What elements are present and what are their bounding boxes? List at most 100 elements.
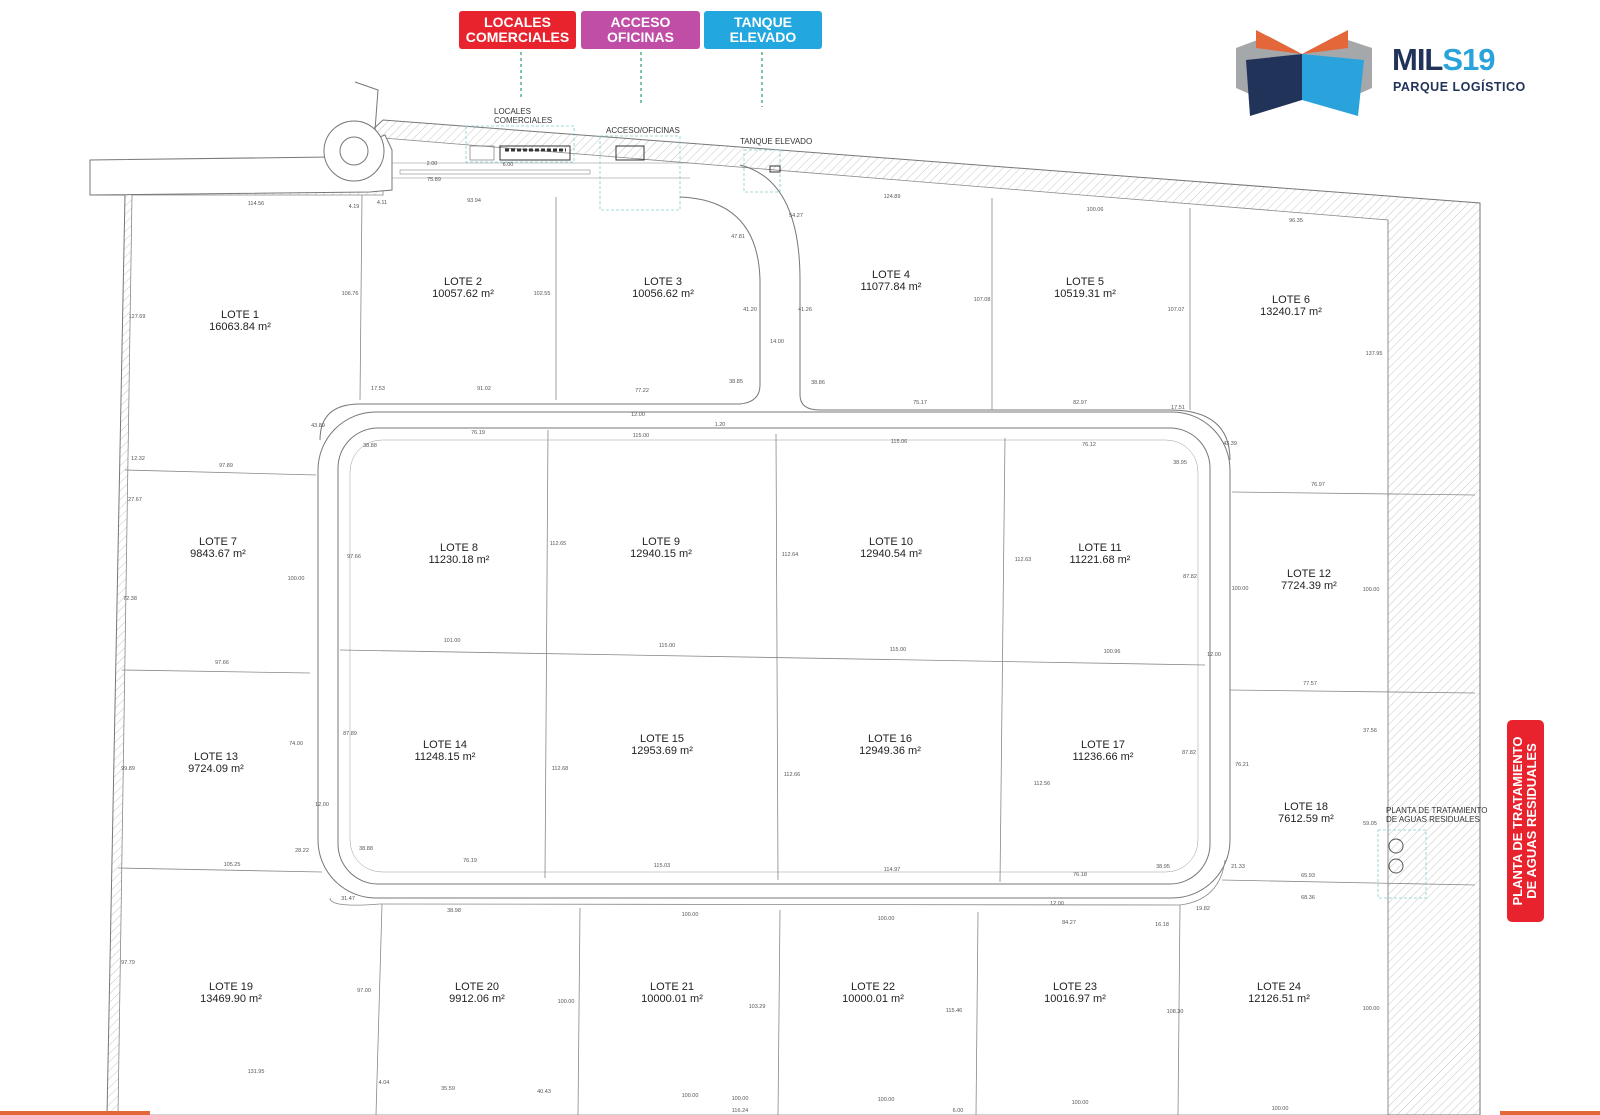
lot-name-label: LOTE 12: [1287, 568, 1331, 580]
dimension-label: 137.95: [1366, 351, 1383, 357]
dimension-label: 97.00: [357, 988, 371, 994]
ptar-tag-line: DE AGUAS RESIDUALES: [1524, 743, 1539, 899]
wastewater-plant: PLANTA DE TRATAMIENTO DE AGUAS RESIDUALE…: [1377, 806, 1488, 899]
dimension-label: 38.95: [1173, 460, 1187, 466]
acceso-oficinas-tag: ACCESO OFICINAS: [581, 11, 700, 49]
lot-name-label: LOTE 21: [650, 981, 694, 993]
dimension-label: 76.18: [1073, 872, 1087, 878]
dimension-label: 115.06: [891, 439, 907, 445]
dimension-label: 6.00: [503, 162, 514, 168]
dimension-label: 35.59: [441, 1086, 455, 1092]
logo-subtitle: PARQUE LOGÍSTICO: [1393, 80, 1526, 94]
dimension-label: 112.63: [1015, 557, 1031, 563]
lot-area-label: 9912.06 m²: [449, 993, 505, 1005]
dimension-label: 102.55: [534, 291, 551, 297]
dimension-label: 38.86: [811, 380, 825, 386]
access-road: [89, 81, 690, 196]
lot-name-label: LOTE 14: [423, 739, 467, 751]
dimension-label: 105.25: [224, 862, 241, 868]
ptar-plan-label-2: DE AGUAS RESIDUALES: [1386, 815, 1480, 824]
dimension-label: 65.93: [1301, 873, 1315, 879]
bottom-bar-right: [1500, 1111, 1600, 1115]
tanque-plan-label: TANQUE ELEVADO: [740, 137, 812, 146]
tag-line: ACCESO: [610, 14, 671, 30]
lot-name-label: LOTE 22: [851, 981, 895, 993]
dimension-label: 4.04: [379, 1080, 390, 1086]
dimension-label: 82.97: [1073, 400, 1087, 406]
lot-area-label: 11236.66 m²: [1073, 751, 1134, 763]
brand-logo: MILS19 PARQUE LOGÍSTICO: [1236, 26, 1556, 120]
dimension-label: 116.24: [732, 1108, 748, 1114]
tanque-elevado-tag: TANQUE ELEVADO: [704, 11, 822, 49]
dimension-label: 91.02: [477, 386, 491, 392]
dimension-label: 12.00: [1207, 652, 1221, 658]
tag-line: OFICINAS: [607, 29, 674, 45]
bottom-bar-left: [0, 1111, 150, 1115]
dimension-label: 41.26: [798, 307, 812, 313]
dimension-label: 19.82: [1196, 906, 1210, 912]
dimension-labels: 114.56127.69106.7617.5343.8912.3297.8927…: [121, 161, 1382, 1114]
dimension-label: 28.22: [295, 848, 309, 854]
lot-name-label: LOTE 10: [869, 536, 913, 548]
dimension-label: 16.18: [1155, 922, 1169, 928]
dimension-label: 100.00: [878, 1097, 895, 1103]
dimension-label: 76.21: [1235, 762, 1249, 768]
dimension-label: 115.00: [659, 643, 675, 649]
dimension-label: 101.00: [444, 638, 461, 644]
ring-road: [317, 411, 1231, 899]
lot-area-label: 7612.59 m²: [1278, 813, 1334, 825]
dimension-label: 43.39: [1223, 441, 1237, 447]
ptar-tag-line: PLANTA DE TRATAMIENTO: [1510, 736, 1525, 906]
dimension-label: 27.67: [128, 497, 142, 503]
dimension-label: 43.89: [311, 423, 325, 429]
ptar-plan-label-1: PLANTA DE TRATAMIENTO: [1386, 806, 1488, 815]
dimension-label: 96.35: [1289, 218, 1303, 224]
lot-area-label: 12949.36 m²: [859, 745, 921, 757]
dimension-label: 1.20: [715, 422, 726, 428]
lot-area-label: 11221.68 m²: [1070, 554, 1131, 566]
lot-area-label: 11230.18 m²: [429, 554, 490, 566]
lot-area-label: 13469.90 m²: [200, 993, 262, 1005]
dimension-label: 112.56: [1034, 781, 1050, 787]
locales-plan-label-2: COMERCIALES: [494, 116, 552, 125]
logo-name-accent: S19: [1442, 42, 1495, 77]
dimension-label: 115.46: [946, 1008, 962, 1014]
lot-area-label: 10000.01 m²: [641, 993, 703, 1005]
lot-name-label: LOTE 16: [868, 733, 912, 745]
dimension-label: 77.22: [635, 388, 649, 394]
dimension-label: 17.53: [371, 386, 385, 392]
dimension-label: 100.00: [1232, 586, 1249, 592]
lot-boundaries: [117, 194, 1476, 1115]
dimension-label: 12.00: [631, 412, 645, 418]
dimension-label: 100.00: [558, 999, 575, 1005]
logo-name-dark: MIL: [1392, 42, 1443, 77]
dimension-label: 99.89: [121, 766, 135, 772]
dimension-label: 72.38: [123, 596, 137, 602]
dimension-label: 107.08: [974, 297, 991, 303]
lot-name-label: LOTE 2: [444, 276, 482, 288]
dimension-label: 127.69: [129, 314, 146, 320]
dimension-label: 100.00: [732, 1096, 749, 1102]
dimension-label: 100.00: [682, 912, 699, 918]
dimension-label: 124.89: [884, 194, 901, 200]
dimension-label: 2.00: [427, 161, 438, 167]
dimension-label: 77.57: [1303, 681, 1317, 687]
dimension-label: 112.65: [550, 541, 566, 547]
lot-area-label: 12953.69 m²: [631, 745, 693, 757]
dimension-label: 97.66: [215, 660, 229, 666]
dimension-label: 115.03: [654, 863, 670, 869]
dimension-label: 103.29: [749, 1004, 766, 1010]
dimension-label: 12.32: [131, 456, 145, 462]
dimension-label: 47.81: [731, 234, 745, 240]
dimension-label: 37.56: [1363, 728, 1377, 734]
lot-name-label: LOTE 9: [642, 536, 680, 548]
lot-area-label: 10056.62 m²: [632, 288, 694, 300]
ptar-tag: [1507, 720, 1544, 922]
locales-plan-label-1: LOCALES: [494, 107, 531, 116]
dimension-label: 100.00: [1363, 587, 1380, 593]
dimension-label: 112.68: [552, 766, 568, 772]
lot-name-label: LOTE 7: [199, 536, 237, 548]
dimension-label: 114.56: [248, 201, 264, 207]
dimension-label: 93.94: [467, 198, 481, 204]
dimension-label: 114.97: [884, 867, 900, 873]
